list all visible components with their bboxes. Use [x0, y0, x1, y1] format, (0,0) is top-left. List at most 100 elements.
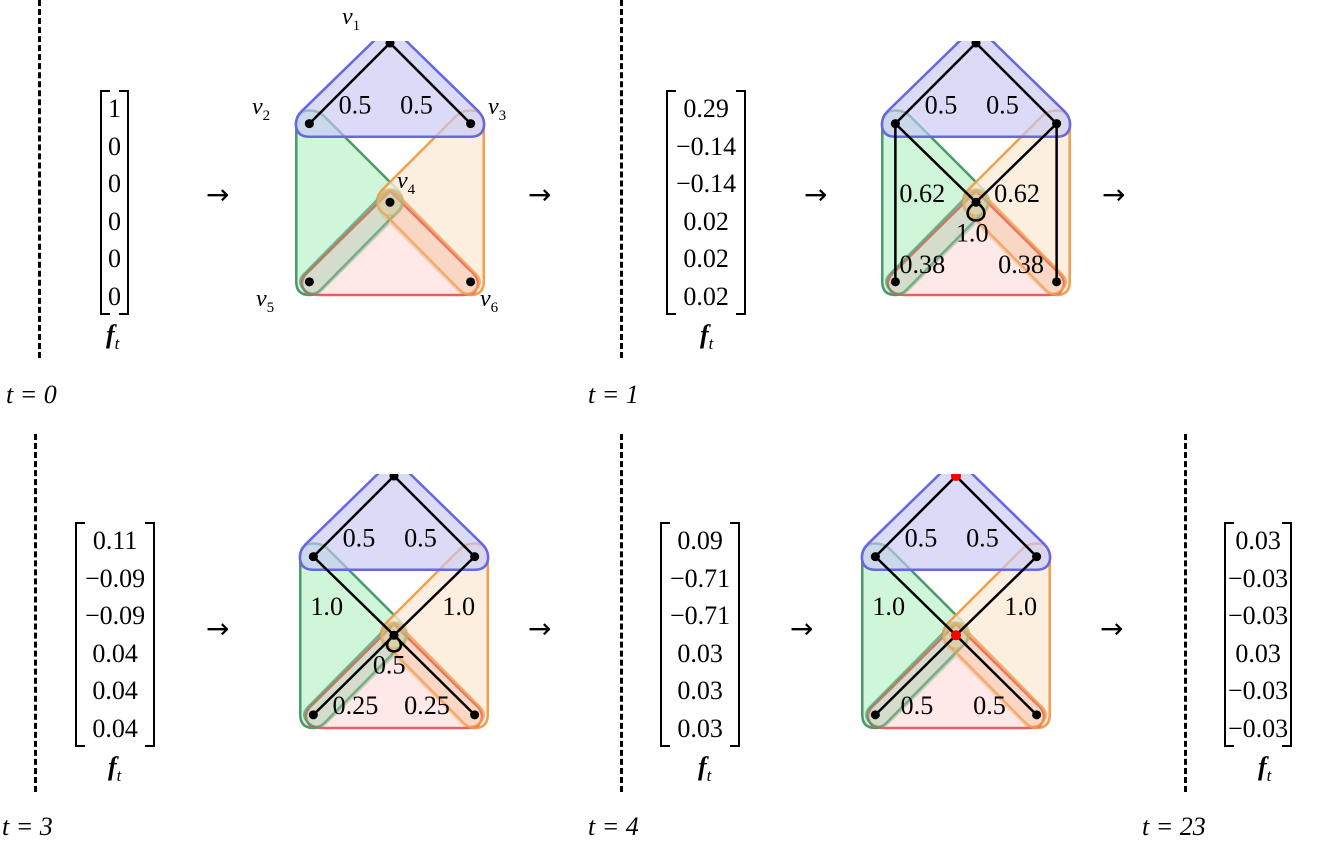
arrow-icon: → [206, 612, 230, 645]
svg-text:0.5: 0.5 [400, 91, 433, 120]
vertex-label-v5: v5 [256, 286, 275, 316]
feature-vector-t3: 0.11 −0.09 −0.09 0.04 0.04 0.04 [75, 522, 156, 747]
svg-text:0.5: 0.5 [404, 524, 437, 553]
vector-entry: 0.29 [683, 94, 729, 123]
vector-entry: −0.03 [1228, 563, 1289, 593]
bracket-left [75, 522, 85, 747]
vector-label-t1: ft [700, 320, 713, 354]
svg-text:0.62: 0.62 [899, 179, 945, 208]
hypergraph-t0: 0.5 0.5 [294, 41, 486, 297]
vector-entry: 0.04 [92, 638, 138, 668]
vector-entry: 0.03 [1235, 638, 1281, 668]
vector-entry: 0.03 [677, 638, 723, 668]
vector-entry: −0.71 [670, 563, 731, 593]
feature-vector-t0: 1 0 0 0 0 0 [100, 90, 129, 315]
vector-label-subscript: t [708, 334, 714, 354]
bracket-left [660, 522, 670, 747]
vector-entry: −0.14 [676, 169, 737, 198]
time-divider-t23 [1184, 434, 1187, 792]
vector-label-subscript: t [1266, 766, 1272, 786]
vector-entry: 0 [108, 169, 121, 198]
time-label-t0: t = 0 [6, 380, 57, 409]
bracket-right [736, 90, 747, 315]
bracket-left [1224, 522, 1234, 747]
svg-text:0.5: 0.5 [966, 524, 999, 553]
vector-entry: 0.02 [683, 281, 729, 311]
vector-entry: −0.09 [85, 563, 146, 593]
vector-label-subscript: t [706, 766, 712, 786]
vector-entry: 1 [108, 94, 121, 123]
vector-entry: 0 [108, 206, 121, 236]
vector-entry: 0.09 [677, 526, 723, 555]
feature-vector-t1: 0.29 −0.14 −0.14 0.02 0.02 0.02 [666, 90, 747, 315]
svg-text:0.38: 0.38 [998, 250, 1044, 279]
svg-text:0.62: 0.62 [994, 179, 1040, 208]
vector-entry: −0.03 [1228, 676, 1289, 705]
vertex-label-v3: v3 [488, 94, 507, 124]
vector-label-t0: ft [106, 320, 119, 354]
bracket-right [145, 522, 156, 747]
vector-label-symbol: f [108, 752, 117, 781]
svg-text:0.38: 0.38 [899, 250, 945, 279]
time-label-t3: t = 3 [2, 812, 53, 841]
bracket-left [100, 90, 110, 315]
time-divider-t1 [620, 0, 623, 358]
arrow-icon: → [804, 178, 828, 211]
vertex-label-v1: v1 [342, 4, 361, 34]
arrow-icon: → [528, 178, 552, 211]
bracket-right [1282, 522, 1293, 747]
vertex-label-v2: v2 [252, 94, 271, 124]
arrow-icon: → [206, 178, 230, 211]
svg-text:1.0: 1.0 [872, 592, 905, 621]
vector-entry: 0.04 [92, 713, 138, 743]
vector-entry: −0.03 [1228, 713, 1289, 743]
vector-label-t4: ft [698, 752, 711, 786]
vector-entry: 0.03 [1235, 526, 1281, 555]
time-label-t4: t = 4 [588, 812, 639, 841]
svg-text:0.5: 0.5 [986, 91, 1019, 120]
arrow-icon: → [1100, 612, 1124, 645]
vector-label-t3: ft [108, 752, 121, 786]
svg-text:1.0: 1.0 [956, 219, 989, 248]
vector-label-t23: ft [1258, 752, 1271, 786]
vector-entry: −0.14 [676, 131, 737, 161]
vertex-label-v6: v6 [480, 286, 499, 316]
time-label-t1: t = 1 [588, 380, 639, 409]
vector-entry: 0.02 [683, 244, 729, 273]
vector-label-symbol: f [700, 320, 709, 349]
vector-entry: 0 [108, 131, 121, 161]
time-divider-t3 [34, 434, 37, 792]
time-divider-t0 [38, 0, 41, 358]
vertex-label-v4: v4 [397, 168, 416, 198]
vector-label-symbol: f [698, 752, 707, 781]
arrow-icon: → [1102, 178, 1126, 211]
svg-text:0.25: 0.25 [333, 691, 379, 720]
svg-text:0.25: 0.25 [404, 691, 450, 720]
vector-entry: −0.09 [85, 601, 146, 630]
arrow-icon: → [528, 612, 552, 645]
bracket-left [666, 90, 676, 315]
vector-entry: −0.71 [670, 601, 731, 630]
vector-entry: 0.03 [677, 713, 723, 743]
vector-entry: 0.03 [677, 676, 723, 705]
vector-entry: 0.11 [92, 526, 138, 555]
hypergraph-t1: 0.5 0.5 0.62 0.62 1.0 0.38 0.38 [880, 41, 1072, 297]
svg-text:0.5: 0.5 [343, 524, 376, 553]
vector-entry: 0.02 [683, 206, 729, 236]
bracket-right [119, 90, 129, 315]
vector-entry: 0 [108, 244, 121, 273]
bracket-right [730, 522, 741, 747]
feature-vector-t4: 0.09 −0.71 −0.71 0.03 0.03 0.03 [660, 522, 741, 747]
vector-label-subscript: t [116, 766, 122, 786]
svg-text:1.0: 1.0 [310, 592, 343, 621]
svg-text:0.5: 0.5 [973, 691, 1006, 720]
vector-label-symbol: f [106, 320, 115, 349]
svg-text:0.5: 0.5 [339, 91, 372, 120]
vector-label-subscript: t [114, 334, 120, 354]
vector-entry: 0.04 [92, 676, 138, 705]
svg-text:0.5: 0.5 [925, 91, 958, 120]
highlighted-vertex [950, 474, 962, 641]
svg-text:0.5: 0.5 [373, 651, 406, 680]
